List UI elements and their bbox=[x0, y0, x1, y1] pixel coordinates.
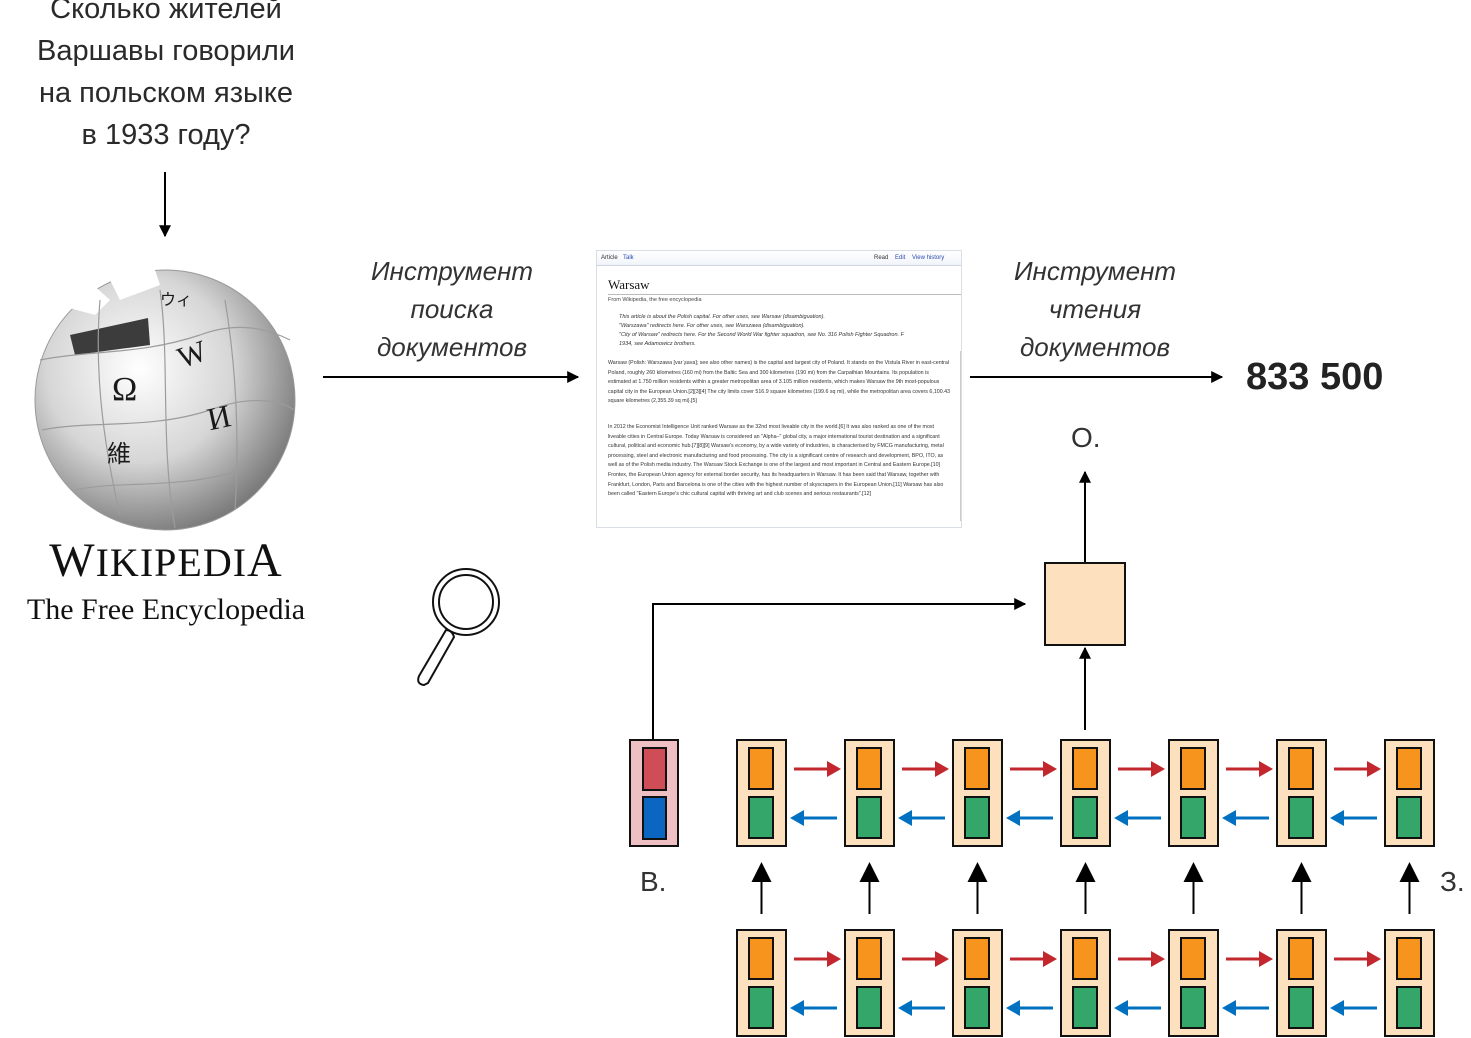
question-line: Варшавы говорили bbox=[36, 35, 296, 67]
backward-state bbox=[1396, 796, 1422, 839]
forward-state bbox=[748, 747, 774, 790]
forward-arrow-head bbox=[1151, 951, 1165, 967]
forward-state bbox=[1396, 747, 1422, 790]
output-label: О. bbox=[1071, 422, 1101, 453]
layer-arrow-head bbox=[859, 862, 880, 882]
globe-glyph: ウィ bbox=[160, 290, 192, 309]
forward-arrow-head bbox=[1367, 761, 1381, 777]
globe-glyph: Ω bbox=[112, 371, 137, 408]
backward-state bbox=[964, 986, 990, 1029]
forward-arrow-head bbox=[935, 951, 949, 967]
question-encoding-cell bbox=[629, 739, 679, 847]
backward-state bbox=[964, 796, 990, 839]
forward-arrow-head bbox=[827, 761, 841, 777]
layer-arrow-head bbox=[1291, 862, 1312, 882]
output-box bbox=[1044, 562, 1126, 646]
wikipedia-tagline: The Free Encyclopedia bbox=[26, 593, 306, 626]
tab-view-history[interactable]: View history bbox=[912, 255, 945, 261]
backward-state bbox=[1072, 986, 1098, 1029]
answer-value: 833 500 bbox=[1246, 356, 1384, 398]
wikipedia-globe-icon: Ω W И 維 ウィ bbox=[34, 255, 296, 531]
layer-arrow-head bbox=[1183, 862, 1204, 882]
backward-state bbox=[1072, 796, 1098, 839]
layer-arrow-head bbox=[1399, 862, 1420, 882]
backward-state bbox=[1396, 986, 1422, 1029]
backward-arrow-head bbox=[1114, 810, 1128, 826]
layer-arrow-head bbox=[1075, 862, 1096, 882]
forward-arrow-head bbox=[827, 951, 841, 967]
forward-state bbox=[964, 747, 990, 790]
globe-glyph: 維 bbox=[107, 440, 131, 468]
forward-arrow-head bbox=[1259, 761, 1273, 777]
backward-arrow-head bbox=[1222, 1000, 1236, 1016]
article-source: From Wikipedia, the free encyclopedia bbox=[608, 297, 702, 303]
wikipedia-article-screenshot: Article Talk Read Edit View history Wars… bbox=[596, 250, 962, 528]
tab-article[interactable]: Article bbox=[601, 255, 618, 261]
backward-state bbox=[748, 796, 774, 839]
question-line: в 1933 году? bbox=[81, 119, 251, 151]
backward-state bbox=[856, 796, 882, 839]
forward-state bbox=[856, 937, 882, 980]
forward-state bbox=[964, 937, 990, 980]
question-encoding-label: В. bbox=[640, 866, 667, 897]
backward-state bbox=[1180, 986, 1206, 1029]
question-text: Сколько жителей Варшавы говорили на поль… bbox=[0, 0, 332, 156]
forward-state bbox=[1396, 937, 1422, 980]
forward-state bbox=[1180, 747, 1206, 790]
forward-arrow-head bbox=[1043, 761, 1057, 777]
backward-state bbox=[748, 986, 774, 1029]
backward-state bbox=[856, 986, 882, 1029]
backward-arrow-head bbox=[790, 1000, 804, 1016]
forward-arrow-head bbox=[1259, 951, 1273, 967]
backward-state bbox=[1288, 796, 1314, 839]
question-line: Сколько жителей bbox=[50, 0, 282, 25]
forward-state bbox=[1072, 747, 1098, 790]
magnifier-icon bbox=[417, 568, 500, 687]
reader-tool-label: Инструмент чтения документов bbox=[1013, 256, 1177, 362]
article-tabs: Article Talk Read Edit View history bbox=[597, 251, 961, 266]
tab-read[interactable]: Read bbox=[874, 255, 889, 261]
title-divider bbox=[608, 294, 961, 295]
backward-arrow-head bbox=[898, 810, 912, 826]
layer-arrow-head bbox=[751, 862, 772, 882]
scrollbar bbox=[960, 351, 961, 521]
backward-arrow-head bbox=[898, 1000, 912, 1016]
forward-state bbox=[748, 937, 774, 980]
question-line: на польском языке bbox=[38, 77, 294, 109]
forward-arrow-head bbox=[1043, 951, 1057, 967]
backward-arrow-head bbox=[790, 810, 804, 826]
backward-arrow-head bbox=[1114, 1000, 1128, 1016]
backward-arrow-head bbox=[1006, 1000, 1020, 1016]
bilstm-network bbox=[736, 739, 1435, 1037]
question-encoding-arrow bbox=[652, 598, 1027, 740]
forward-arrow-head bbox=[1151, 761, 1165, 777]
forward-state bbox=[1180, 937, 1206, 980]
forward-state bbox=[856, 747, 882, 790]
article-title: Warsaw bbox=[608, 277, 650, 292]
backward-state bbox=[1288, 986, 1314, 1029]
backward-arrow-head bbox=[1330, 810, 1344, 826]
backward-state bbox=[1180, 796, 1206, 839]
backward-arrow-head bbox=[1006, 810, 1020, 826]
layer-arrow-head bbox=[967, 862, 988, 882]
tab-talk[interactable]: Talk bbox=[623, 255, 634, 261]
search-tool-label: Инструмент поиска документов bbox=[370, 256, 534, 362]
article-paragraph: Warsaw (Polish: Warszawa [varˈʂava]; see… bbox=[608, 360, 951, 405]
document-encoding-label: З. bbox=[1440, 866, 1465, 897]
forward-state bbox=[1288, 937, 1314, 980]
backward-arrow-head bbox=[1222, 810, 1236, 826]
tab-edit[interactable]: Edit bbox=[895, 255, 906, 261]
backward-arrow-head bbox=[1330, 1000, 1344, 1016]
forward-state bbox=[1288, 747, 1314, 790]
article-paragraph: In 2012 the Economist Intelligence Unit … bbox=[608, 424, 944, 498]
wikipedia-wordmark: WIKIPEDIA bbox=[49, 534, 283, 587]
forward-arrow-head bbox=[935, 761, 949, 777]
forward-state bbox=[1072, 937, 1098, 980]
forward-arrow-head bbox=[1367, 951, 1381, 967]
hatnotes: This article is about the Polish capital… bbox=[619, 314, 904, 347]
